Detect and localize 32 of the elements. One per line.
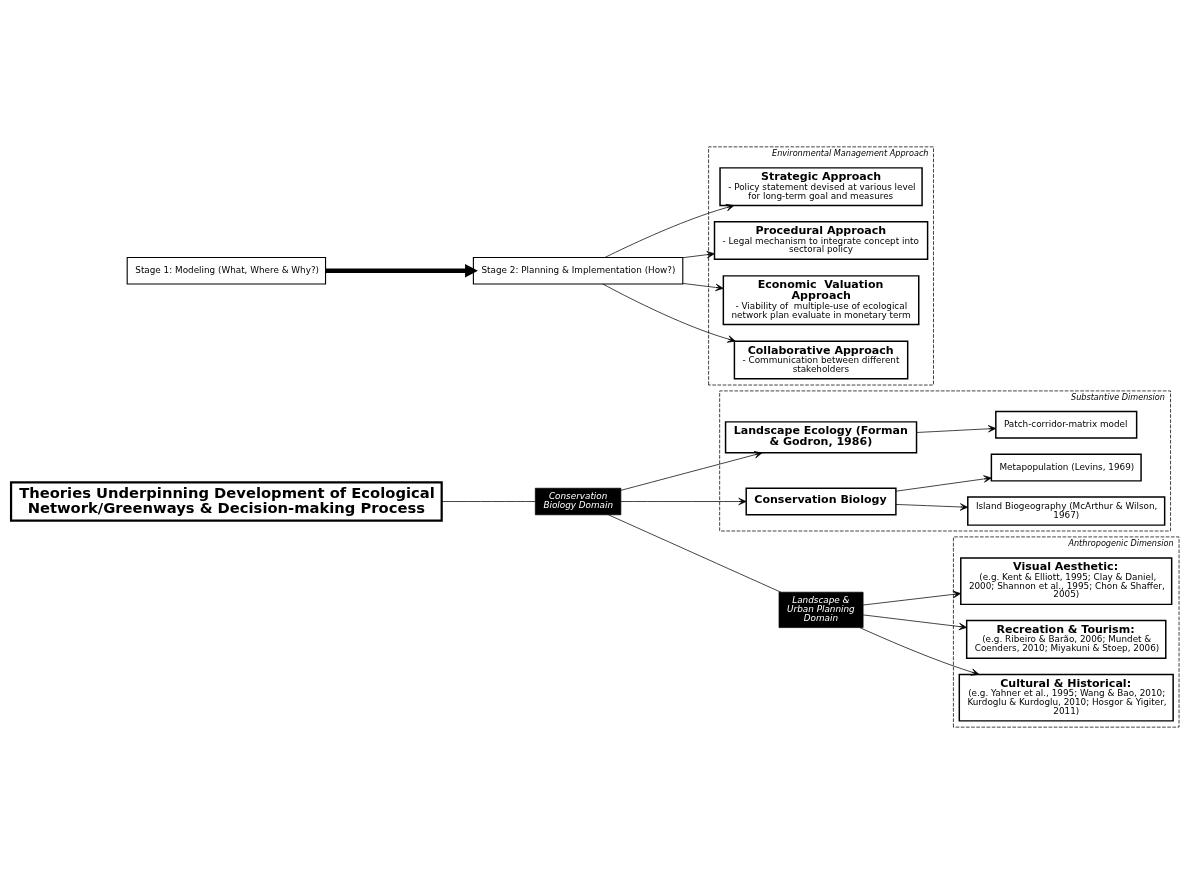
arrow: [604, 203, 735, 258]
arrow: [682, 250, 715, 258]
node-box: Theories Underpinning Development of Ecological Network/Greenways & Decision-making Process: [9, 480, 443, 522]
node-box: Visual Aesthetic: (e.g. Kent & Elliott, 1995; Clay & Daniel, 2000; Shannon et al., 1995; Chon & Shaffer, 2005): [960, 556, 1173, 605]
connector: [608, 513, 782, 593]
node-box: Metapopulation (Levins, 1969): [990, 453, 1142, 482]
arrow: [895, 474, 992, 492]
node-box: Conservation Biology Domain: [534, 487, 622, 515]
node-box: Recreation & Tourism: (e.g. Ribeiro & Barão, 2006; Mundet & Coenders, 2010; Miyakuni & Stoep, 2006): [965, 619, 1167, 659]
node-box: Conservation Biology: [745, 487, 897, 516]
connector: [441, 500, 536, 502]
arrow: [895, 502, 969, 511]
arrow: [620, 450, 763, 491]
arrow: [859, 626, 980, 676]
node-box: Economic Valuation Approach - Viability of multiple-use of ecological network plan evaluate in monetary term: [722, 274, 920, 325]
arrow: [325, 263, 478, 277]
arrow: [620, 497, 747, 505]
node-box: Stage 2: Planning & Implementation (How?): [472, 256, 684, 285]
node-box: Procedural Approach - Legal mechanism to integrate concept into sectoral policy: [713, 220, 929, 260]
arrow: [602, 283, 736, 343]
arrow: [916, 424, 997, 433]
node-box: Landscape & Urban Planning Domain: [778, 591, 864, 628]
arrow: [862, 614, 967, 630]
node-box: Island Biogeography (McArthur & Wilson, 1967): [967, 495, 1166, 526]
node-box: Landscape Ecology (Forman & Godron, 1986): [724, 420, 918, 454]
node-box: Collaborative Approach - Communication between different stakeholders: [733, 339, 909, 379]
node-box: Strategic Approach - Policy statement devised at various level for long-term goal and measures: [719, 166, 923, 206]
node-box: Stage 1: Modeling (What, Where & Why?): [126, 256, 327, 285]
arrow: [682, 282, 724, 291]
arrow: [862, 590, 961, 605]
node-box: Patch-corridor-matrix model: [995, 410, 1138, 439]
node-box: Cultural & Historical: (e.g. Yahner et al., 1995; Wang & Bao, 2010; Kurdoglu & Kurdoglu, 2010; Hosgor & Yigiter, 2011): [958, 673, 1174, 722]
